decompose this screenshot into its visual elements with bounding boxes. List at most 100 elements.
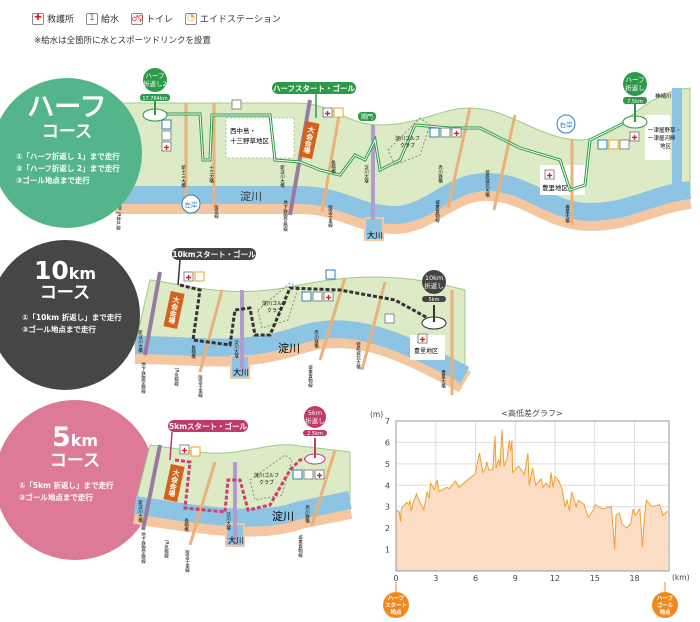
first-aid-icon [161,141,172,152]
bridge-label: 淀川大堰 [234,339,239,359]
golf-label: 淀川ゴルフ [262,300,287,307]
first-aid-icon: ✚ [32,12,44,25]
water-icon [301,291,312,302]
half-course-badge: ハーフ コース ①「ハーフ折返し 1」まで走行 ②「ハーフ折返し 2」まで走行 … [0,78,142,228]
first-aid-cross: ✚ [547,172,553,180]
bridge-label: 地下鉄御堂筋線 [141,361,146,394]
bridge-label: 淀川大堰 [364,164,369,184]
bridge-label: 城東貨物線 [435,199,440,223]
start-goal-pin [169,431,173,461]
chart-title: <高低差グラフ> [501,408,562,418]
5km-start-goal-badge [168,420,248,432]
hitotsuya-label: 一津屋野草・ [648,126,681,134]
bridge-label: 菅原城北大橋 [485,169,490,199]
toilet-icon [619,139,630,150]
right-bank-marker [556,114,576,134]
bridge-label: 菅原城北大橋 [356,341,361,371]
nishinakajima-label: 西中島・ [230,126,256,135]
bridge-label: 城東貨物線 [298,534,303,558]
subway-line [143,271,162,356]
bridge-label: 豊里大橋 [441,369,446,390]
10km-turnaround-badge [422,270,446,294]
10km-course-route [179,283,436,347]
elevation-line [395,429,669,550]
golf-area [257,282,299,329]
plot-frame [395,420,670,572]
start-marker-label: スタート [385,601,407,609]
5km-course-steps: ①「5km 折返し」まで走行 ③ゴール地点まで走行 [19,480,155,504]
bridge-label: 赤川鉄橋 [305,505,310,524]
river-yodogawa [133,491,352,527]
legend-item-first-aid: ✚救護所 [32,12,74,25]
10km-turnaround-label: 折返し [424,281,444,290]
bridge-label: 淀川大堰 [226,511,231,530]
first-aid-icon [417,333,428,344]
toilet-icon [303,469,314,480]
bridge-label: 新十三大橋 [181,164,186,189]
start-marker-label: ハーフ [388,595,404,602]
bridge-label: 長柄橋 [191,345,196,360]
venue-badge [163,463,185,503]
bridge-label: 豊里大橋 [565,204,570,225]
5km-turnaround-label: 折返し [305,416,325,425]
step: ①「5km 折返し」まで走行 [19,481,114,490]
toilet-icon [440,127,451,138]
toilet-icon [384,313,395,324]
bridge-label: 赤川鉄橋 [438,165,443,185]
turnaround-2-distance-badge [140,94,170,101]
juso-label: 十三野草地区 [230,136,270,145]
turnaround-2-label: 折返し2 [143,79,167,88]
bridge-label: 地下鉄御堂筋線 [141,531,146,564]
bridge-label: 阪急線 [214,204,219,219]
aid-station-icon: ◔ [185,12,198,25]
5km-turnaround-distance: 2.5km [307,431,323,437]
start-marker [383,592,409,618]
10km-distance-badge [422,296,446,302]
step: ③ゴール地点まで走行 [16,176,90,185]
bridge-label: 長柄橋 [331,160,336,175]
goal-marker [652,592,678,618]
first-aid-icon [544,169,555,180]
step: ①「ハーフ折返し 1」まで走行 [16,152,120,161]
hitotsuya-area [645,115,670,160]
first-aid-cross: ✚ [454,130,460,138]
aid-station-icon [194,271,205,282]
okawa-label: 大川 [233,367,249,377]
10km-course-badge: 10km コース ①「10km 折返し」まで走行 ③ゴール地点まで走行 [0,240,140,390]
river-kanzaki [672,88,682,193]
10km-number: 10 [33,256,69,285]
half-course-steps: ①「ハーフ折返し 1」まで走行 ②「ハーフ折返し 2」まで走行 ③ゴール地点まで… [16,151,142,187]
river-yodogawa [134,320,470,383]
bridge-label: 新淀川大橋 [138,499,143,524]
hitotsuya-label: 地区 [660,142,672,150]
toyosato-label: 豊里地区 [542,183,569,192]
5km-turnaround-label: 5km [308,409,322,417]
venue-badge [298,120,320,160]
golf-label: 淀川ゴルフ [395,135,420,142]
water-icon [597,139,608,150]
10km-course-title: 10km [0,258,140,283]
okawa-label: 大川 [367,230,383,240]
hitotsuya-label: 一津屋河畔 [648,134,676,142]
river-label: 淀川 [240,189,262,203]
legend-label: エイドステーション [200,15,281,25]
toilet-icon [161,130,172,141]
bridge [198,289,224,373]
legend-label: 救護所 [47,15,75,25]
y-tick-label: 6 [385,438,390,447]
first-aid-icon [314,469,325,480]
kanzaki-label: 神崎川 [655,92,672,100]
water-icon: 1 [86,12,99,25]
first-aid-icon [629,131,640,142]
x-tick-label: 9 [513,574,518,583]
bridge-label: 赤川鉄橋 [314,330,319,350]
x-axis-label: (km) [672,573,690,582]
y-tick-label: 1 [385,546,390,555]
bridge-label: JR京都線 [174,367,180,386]
5km-course-badge: 5km コース ①「5km 折返し」まで走行 ③ゴール地点まで走行 [0,400,155,560]
5km-course-title: 5km [0,424,155,451]
5km-turnaround-badge [304,406,326,428]
